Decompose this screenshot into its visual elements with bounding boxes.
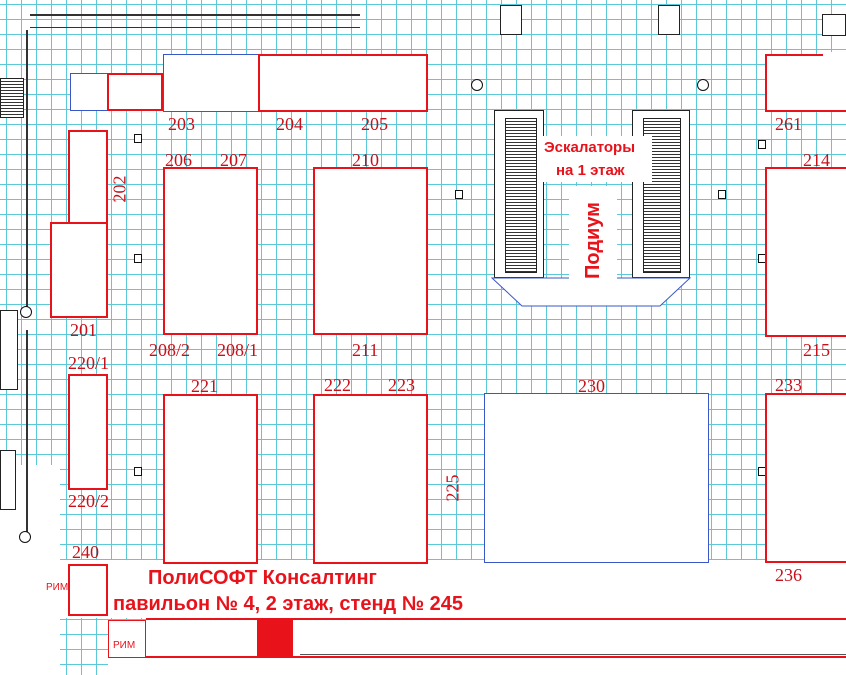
booth-label-210: 210 <box>352 150 379 170</box>
top-column-1 <box>500 5 522 35</box>
booth-label-221: 221 <box>191 376 218 396</box>
highlighted-stand-245[interactable] <box>257 620 293 656</box>
bottom-white-zone <box>60 560 846 618</box>
booth-203[interactable] <box>107 73 163 111</box>
booth-label-236: 236 <box>775 565 802 585</box>
column-circle <box>19 531 31 543</box>
booth-label-215: 215 <box>803 340 830 360</box>
booth-label-240: 240 <box>72 542 99 562</box>
top-column-3 <box>822 14 846 36</box>
company-name: ПолиСОФТ Консалтинг <box>148 567 377 589</box>
booth-214-215[interactable] <box>765 167 846 337</box>
left-stair <box>0 78 24 118</box>
column-circle <box>697 79 709 91</box>
booth-261-notch <box>823 52 846 73</box>
booth-240[interactable] <box>68 564 108 616</box>
booth-label-202: 202 <box>109 175 130 203</box>
booth-204-205[interactable] <box>258 54 428 112</box>
left-door-frame-2 <box>0 450 16 510</box>
booth-label-205: 205 <box>361 114 388 134</box>
corridor-line-bottom <box>146 656 846 658</box>
rim-box <box>108 620 146 658</box>
booth-label-208-1: 208/1 <box>217 340 259 360</box>
booth-233-236[interactable] <box>765 393 846 563</box>
booth-230[interactable] <box>484 393 709 563</box>
booth-label-204: 204 <box>276 114 303 134</box>
top-wall <box>30 14 360 16</box>
escalator-left <box>505 118 537 273</box>
left-wall <box>26 30 28 310</box>
location-text: павильон № 4, 2 этаж, стенд № 245 <box>113 593 463 615</box>
corridor-line-top <box>146 618 846 620</box>
escalator-label-line1: Эскалаторы <box>544 139 636 156</box>
escalator-label-line2: на 1 этаж <box>556 162 625 179</box>
booth-label-230: 230 <box>578 376 605 396</box>
corridor-line-mid <box>300 654 846 655</box>
booth-label-211: 211 <box>352 340 379 360</box>
booth-label-220-2: 220/2 <box>68 491 110 511</box>
bottom-strip <box>108 620 846 675</box>
booth-label-225: 225 <box>442 474 463 502</box>
booth-label-261: 261 <box>775 114 802 134</box>
column-square <box>134 467 142 476</box>
left-door-frame <box>0 310 18 390</box>
booth-label-214: 214 <box>803 150 830 170</box>
booth-label-206: 206 <box>165 150 192 170</box>
booth-222-223[interactable] <box>313 394 428 564</box>
top-wall-2 <box>30 27 360 28</box>
booth-202[interactable] <box>68 130 108 225</box>
booth-206-208[interactable] <box>163 167 258 335</box>
booth-201[interactable] <box>50 222 108 318</box>
booth-label-233: 233 <box>775 375 802 395</box>
podium-label: Подиум <box>582 202 604 279</box>
column-square <box>718 190 726 199</box>
left-wall-lower <box>26 330 28 535</box>
column-circle <box>471 79 483 91</box>
podium-bg <box>569 186 617 290</box>
rim-label: РИМ <box>113 640 136 651</box>
booth-label-207: 207 <box>220 150 247 170</box>
booth-label-203: 203 <box>168 114 195 134</box>
booth-label-222: 222 <box>324 375 351 395</box>
column-circle <box>20 306 32 318</box>
booth-221[interactable] <box>163 394 258 564</box>
top-column-2 <box>658 5 680 35</box>
booth-label-201: 201 <box>70 320 97 340</box>
booth-label-208-2: 208/2 <box>149 340 191 360</box>
booth-220-1-2[interactable] <box>68 374 108 490</box>
escalator-platform <box>490 277 692 307</box>
escalator-label-bg <box>540 136 652 182</box>
column-square <box>758 140 766 149</box>
rim-label: РИМ <box>46 582 69 593</box>
column-square <box>134 134 142 143</box>
column-square <box>134 254 142 263</box>
booth-label-220-1: 220/1 <box>68 353 110 373</box>
booth-label-223: 223 <box>388 375 415 395</box>
booth-210-211[interactable] <box>313 167 428 335</box>
column-square <box>455 190 463 199</box>
booth-204-frame <box>163 54 260 112</box>
